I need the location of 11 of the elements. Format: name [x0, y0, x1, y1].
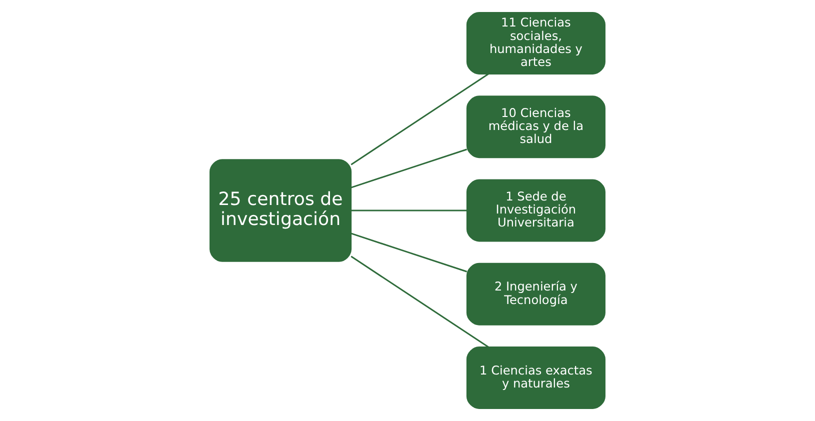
- node-box: 1 Sede de Investigación Universitaria: [466, 179, 606, 242]
- connector: [350, 232, 468, 272]
- node-box: 2 Ingeniería y Tecnología: [466, 262, 606, 326]
- connector: [350, 148, 468, 188]
- connector: [350, 73, 489, 166]
- node-box: 1 Ciencias exactas y naturales: [466, 346, 606, 409]
- node-box: 25 centros de investigación: [210, 159, 352, 262]
- connector: [351, 210, 467, 212]
- connector: [350, 256, 489, 348]
- node-box: 11 Ciencias sociales, humanidades y artes: [466, 12, 606, 74]
- node-box: 10 Ciencias médicas y de la salud: [466, 96, 606, 158]
